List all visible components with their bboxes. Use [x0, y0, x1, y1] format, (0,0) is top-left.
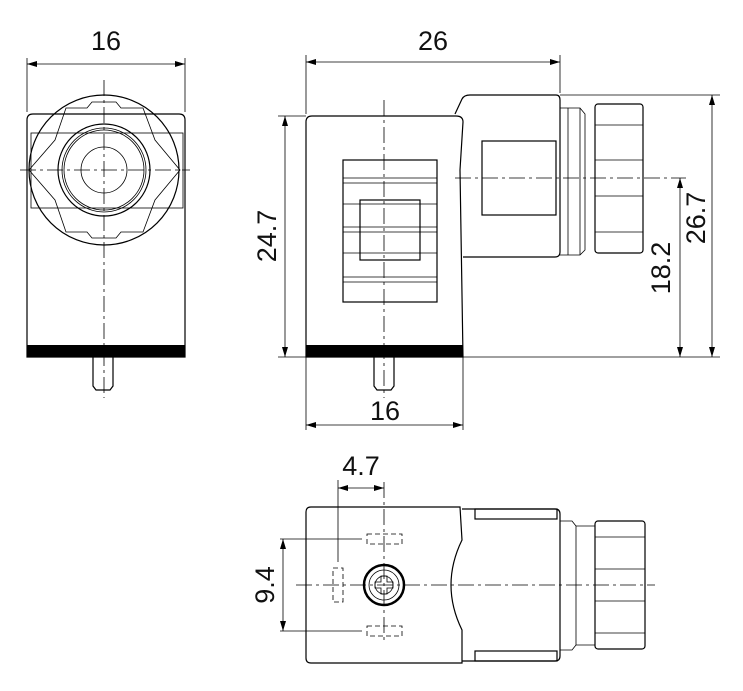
front-width-label: 16: [91, 26, 121, 56]
seal-band: [306, 345, 463, 357]
front-view: [20, 58, 190, 398]
total-height-label: 26.7: [681, 192, 711, 245]
side-bottom-width-label: 16: [370, 396, 400, 426]
side-view: [278, 55, 720, 430]
side-height-label: 24.7: [252, 210, 282, 263]
seal-band: [27, 345, 185, 357]
top-view: [280, 480, 655, 664]
pin-spacing-label: 9.4: [250, 566, 280, 604]
side-width-label: 26: [418, 26, 448, 56]
axis-height-label: 18.2: [646, 242, 676, 295]
pin-offset-label: 4.7: [342, 451, 380, 481]
